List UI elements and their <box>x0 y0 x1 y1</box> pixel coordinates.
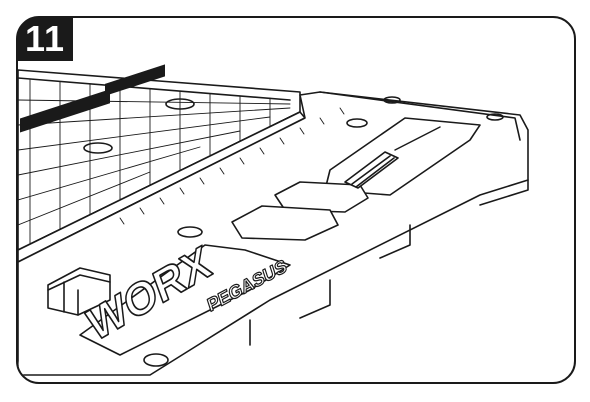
ruler-ticks <box>119 107 345 225</box>
grid-label-strips <box>20 64 165 133</box>
tray-pocket-2 <box>231 205 339 241</box>
screwdriver-icon <box>344 126 441 189</box>
frame-border <box>16 16 576 384</box>
accessory-tray <box>18 91 529 376</box>
logo-plate <box>79 244 291 356</box>
step-number-badge: 11 <box>17 17 73 61</box>
